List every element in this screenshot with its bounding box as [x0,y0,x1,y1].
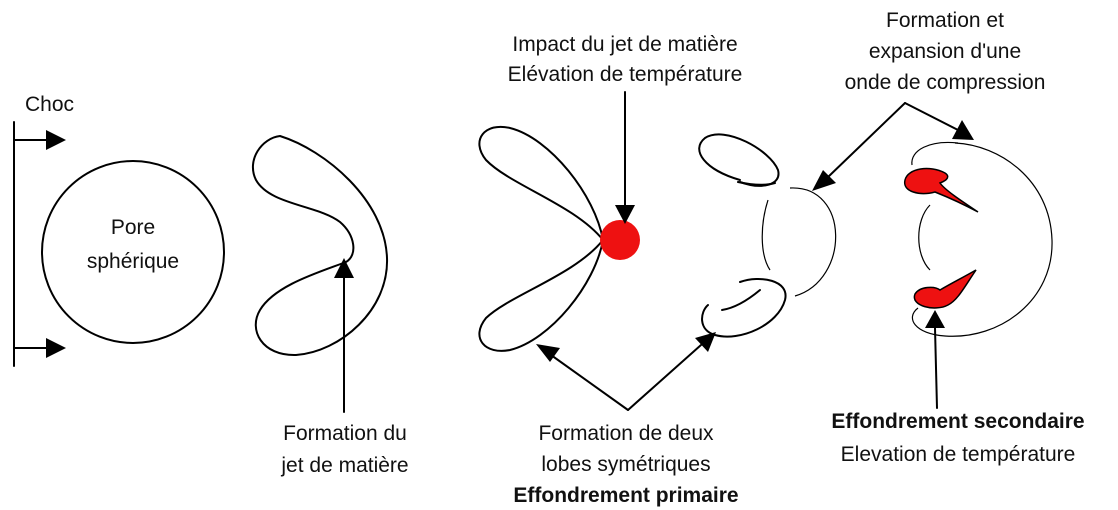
wave-pointer-right-head [952,120,974,140]
deformed-pore-jet [251,135,389,357]
label-lobes-line1: Formation de deux [538,422,714,445]
stage-impact-lobes: Impact du jet de matière Elévation de te… [478,33,743,352]
wave-annotation: Formation et expansion d'une onde de com… [812,9,1045,191]
spherical-pore [41,160,225,344]
wave-inner-boundary [761,199,771,271]
lobes-pointer-right-line [627,344,702,411]
jet-pointer-head [334,258,354,278]
label-wave-line3: onde de compression [845,71,1046,94]
lower-curl-tail [721,289,761,311]
stage-jet-formation: Formation du jet de matière [251,135,409,477]
label-impact-line1: Impact du jet de matière [512,33,737,56]
label-pore-line2: sphérique [87,250,179,273]
label-secondary-line2: Elevation de température [841,443,1076,466]
impact-hot-spot [600,220,640,260]
lower-lobe [478,239,604,352]
impact-pointer-head [615,205,635,224]
stage-secondary-collapse: Effondrement secondaire Elevation de tem… [831,141,1085,466]
pore-upper-boundary [911,141,959,166]
label-jet-line1: Formation du [283,422,407,445]
upper-curl [698,133,780,187]
shock-arrow-bottom-head [46,338,66,358]
wave-front [789,187,837,297]
secondary-pointer-head [925,310,945,328]
upper-curl-tail [737,181,776,186]
label-lobes-line3: Effondrement primaire [513,484,738,507]
label-secondary-line1: Effondrement secondaire [831,410,1084,433]
wave-pointer-left-line [826,102,906,179]
lobes-pointer-right-head [695,332,716,352]
pore-outer-boundary [911,142,1053,337]
upper-lobe [478,125,604,241]
label-jet-line2: jet de matière [280,454,408,477]
label-wave-line1: Formation et [886,9,1004,32]
wave-pointer-right-line [904,102,959,131]
lobes-annotation: Formation de deux lobes symétriques Effo… [513,332,739,507]
stage-compression-wave [698,133,837,338]
label-choc: Choc [25,93,74,116]
label-impact-line2: Elévation de température [508,63,743,86]
label-wave-line2: expansion d'une [869,40,1021,63]
stage-spherical-pore: Choc Pore sphérique [13,93,225,367]
label-lobes-line2: lobes symétriques [541,453,710,476]
shock-arrow-top-head [46,130,66,150]
upper-hot-spot [904,167,979,213]
wave-pointer-left-head [812,170,836,191]
secondary-pointer-line [934,327,938,409]
lower-curl [701,278,787,338]
label-pore-line1: Pore [111,216,155,239]
lobes-pointer-left-head [536,344,560,362]
pore-left-boundary [918,204,931,271]
lobes-pointer-left-line [550,354,629,411]
lower-hot-spot [913,269,977,309]
